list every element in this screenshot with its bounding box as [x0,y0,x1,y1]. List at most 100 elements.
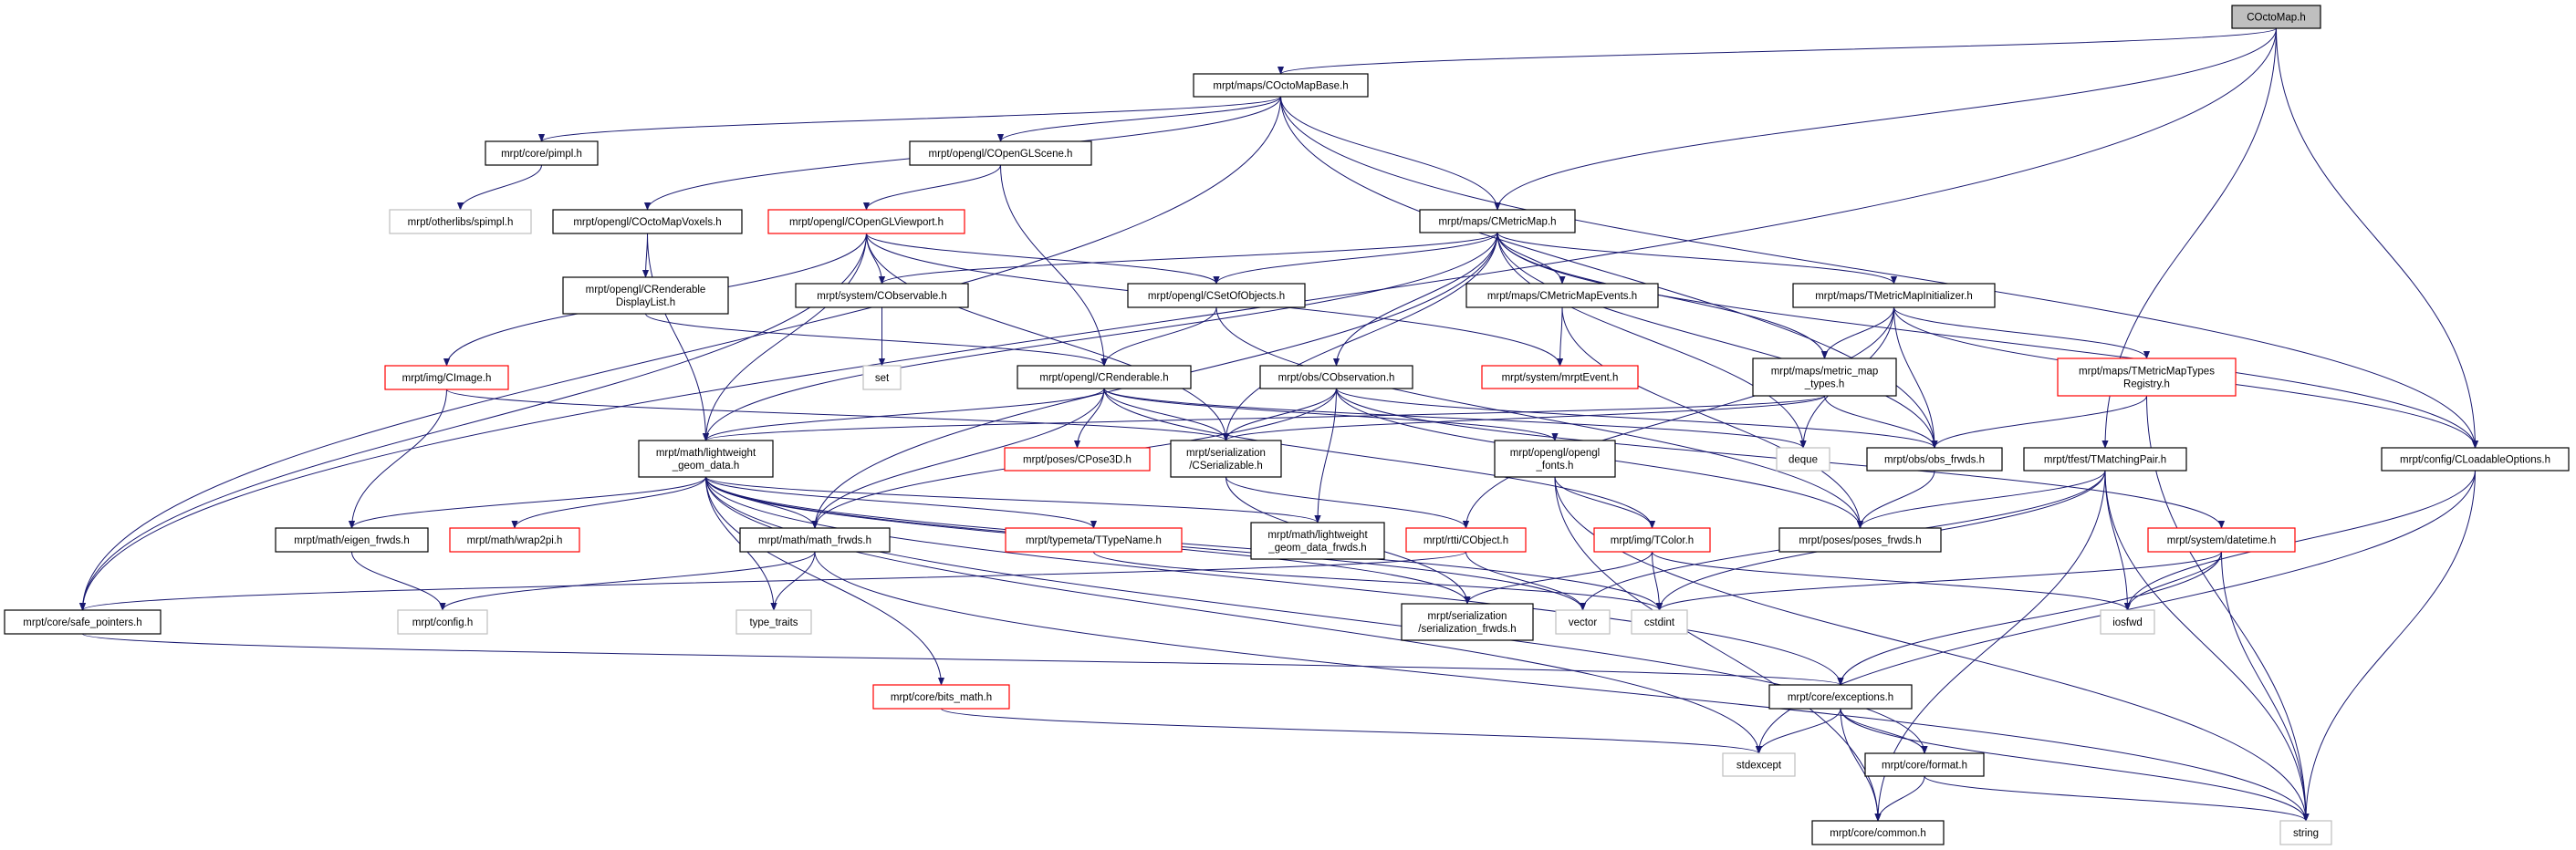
node-spimpl[interactable]: mrpt/otherlibs/spimpl.h [389,209,532,234]
node-deque[interactable]: deque [1776,447,1830,472]
node-common[interactable]: mrpt/core/common.h [1811,820,1945,845]
node-serializable[interactable]: mrpt/serialization/CSerializable.h [1170,440,1282,478]
edge-lwgeom-to-eigenfrwds [349,476,706,529]
edge-metricmap-to-obsfrwds [1497,232,1938,449]
node-datetime[interactable]: mrpt/system/datetime.h [2147,527,2296,553]
node-box [1722,752,1796,777]
node-eigenfrwds[interactable]: mrpt/math/eigen_frwds.h [275,527,429,553]
edge-loadable-to-string [2302,470,2476,822]
edge-datetime-to-cstdint [1656,551,2222,611]
edge-safeptr-to-exceptions [82,633,1843,686]
node-box [389,209,532,234]
node-box [1593,527,1711,553]
edge-scene-to-renderable [1000,164,1108,367]
node-bitsmath[interactable]: mrpt/core/bits_math.h [872,684,1010,710]
node-label: Registry.h [2123,379,2170,390]
node-typename[interactable]: mrpt/typemeta/TTypeName.h [1005,527,1183,553]
node-box [1768,684,1913,710]
node-label: mrpt/core/bits_math.h [891,692,992,703]
node-set[interactable]: set [862,365,902,390]
edge-datetime-to-exceptions [1837,551,2222,686]
node-octobase[interactable]: mrpt/maps/COctoMapBase.h [1193,73,1369,98]
node-label: stdexcept [1736,761,1782,772]
node-format[interactable]: mrpt/core/format.h [1864,752,1985,777]
node-safeptr[interactable]: mrpt/core/safe_pointers.h [4,609,162,635]
node-typetraits[interactable]: type_traits [735,609,812,635]
node-label: _geom_data.h [672,461,740,472]
node-serfrwds[interactable]: mrpt/serialization/serialization_frwds.h [1401,603,1534,641]
edge-renderable-to-mathfrwds [811,388,1105,529]
node-label: mrpt/math/lightweight [1267,530,1368,541]
node-posesfrwds[interactable]: mrpt/poses/poses_frwds.h [1778,527,1942,553]
node-pimpl[interactable]: mrpt/core/pimpl.h [485,140,599,166]
edge-observation-to-lwgeomfrwds [1314,388,1337,523]
edge-viewport-to-lwgeom [702,233,867,441]
node-box [2057,358,2237,397]
node-stdexcept[interactable]: stdexcept [1722,752,1796,777]
node-loadable[interactable]: mrpt/config/CLoadableOptions.h [2381,447,2570,472]
node-label: mrpt/opengl/CRenderable [586,285,706,295]
node-root[interactable]: COctoMap.h [2231,5,2321,29]
node-metricmap[interactable]: mrpt/maps/CMetricMap.h [1419,209,1576,233]
edge-mathfrwds-to-string [814,551,2310,822]
node-label: cstdint [1644,617,1675,628]
node-mapevents[interactable]: mrpt/maps/CMetricMapEvents.h [1465,283,1659,308]
node-label: mrpt/core/common.h [1830,828,1925,839]
node-voxels[interactable]: mrpt/opengl/COctoMapVoxels.h [552,209,743,234]
node-box [1401,603,1534,641]
node-box [1481,365,1639,389]
node-lwgeom[interactable]: mrpt/math/lightweight_geom_data.h [638,440,774,478]
node-label: /CSerializable.h [1189,461,1263,472]
node-tcolor[interactable]: mrpt/img/TColor.h [1593,527,1711,553]
node-renderable[interactable]: mrpt/opengl/CRenderable.h [1017,365,1192,389]
edge-cimage-to-serializable [446,389,1229,441]
node-lwgeomfrwds[interactable]: mrpt/math/lightweight_geom_data_frwds.h [1250,522,1385,560]
node-label: type_traits [749,617,798,628]
node-box [1494,440,1616,478]
node-wrap2pi[interactable]: mrpt/math/wrap2pi.h [449,527,580,553]
node-maptypes[interactable]: mrpt/maps/metric_map_types.h [1752,358,1897,397]
edge-metricmap-to-serializable [1222,232,1498,441]
node-string[interactable]: string [2279,820,2332,845]
node-box [1752,358,1897,397]
node-vector[interactable]: vector [1555,609,1611,635]
edge-metricmap-to-setofobjects [1213,232,1498,285]
node-label: /serialization_frwds.h [1418,624,1516,635]
node-exceptions[interactable]: mrpt/core/exceptions.h [1768,684,1913,710]
node-box [2279,820,2332,845]
node-scene[interactable]: mrpt/opengl/COpenGLScene.h [909,140,1092,166]
node-cobject[interactable]: mrpt/rtti/CObject.h [1405,527,1527,553]
edge-octobase-to-loadable [1280,96,2479,449]
edge-pimpl-to-spimpl [456,164,542,211]
node-cstdint[interactable]: cstdint [1631,609,1688,635]
node-viewport[interactable]: mrpt/opengl/COpenGLViewport.h [767,209,965,234]
node-matchingpair[interactable]: mrpt/tfest/TMatchingPair.h [2023,447,2187,472]
node-observable[interactable]: mrpt/system/CObservable.h [795,283,969,308]
node-fonts[interactable]: mrpt/opengl/opengl_fonts.h [1494,440,1616,478]
node-label: mrpt/obs/CObservation.h [1278,373,1395,384]
node-setofobjects[interactable]: mrpt/opengl/CSetOfObjects.h [1127,283,1306,308]
edge-lwgeom-to-exceptions [705,476,1844,686]
node-config[interactable]: mrpt/config.h [397,609,488,635]
node-label: string [2293,828,2319,839]
node-obsfrwds[interactable]: mrpt/obs/obs_frwds.h [1866,447,2003,472]
node-box [638,440,774,478]
node-label: mrpt/config.h [412,617,473,628]
node-label: DisplayList.h [616,297,675,308]
node-cimage[interactable]: mrpt/img/CImage.h [384,365,509,390]
node-mrptevent[interactable]: mrpt/system/mrptEvent.h [1481,365,1639,389]
edge-serializable-to-cobject [1225,476,1470,529]
edge-matchingpair-to-iosfwd [2104,470,2132,611]
node-observation[interactable]: mrpt/obs/CObservation.h [1259,365,1413,389]
node-iosfwd[interactable]: iosfwd [2100,609,2155,635]
edge-viewport-to-serializable [866,233,1230,441]
node-cpose3d[interactable]: mrpt/poses/CPose3D.h [1004,447,1151,472]
node-box [4,609,162,635]
node-label: mrpt/core/safe_pointers.h [23,617,141,628]
edge-octobase-to-pimpl [538,96,1281,142]
node-label: mrpt/img/TColor.h [1611,535,1694,546]
node-mapinit[interactable]: mrpt/maps/TMetricMapInitializer.h [1792,283,1996,308]
node-mathfrwds[interactable]: mrpt/math/math_frwds.h [739,527,891,553]
